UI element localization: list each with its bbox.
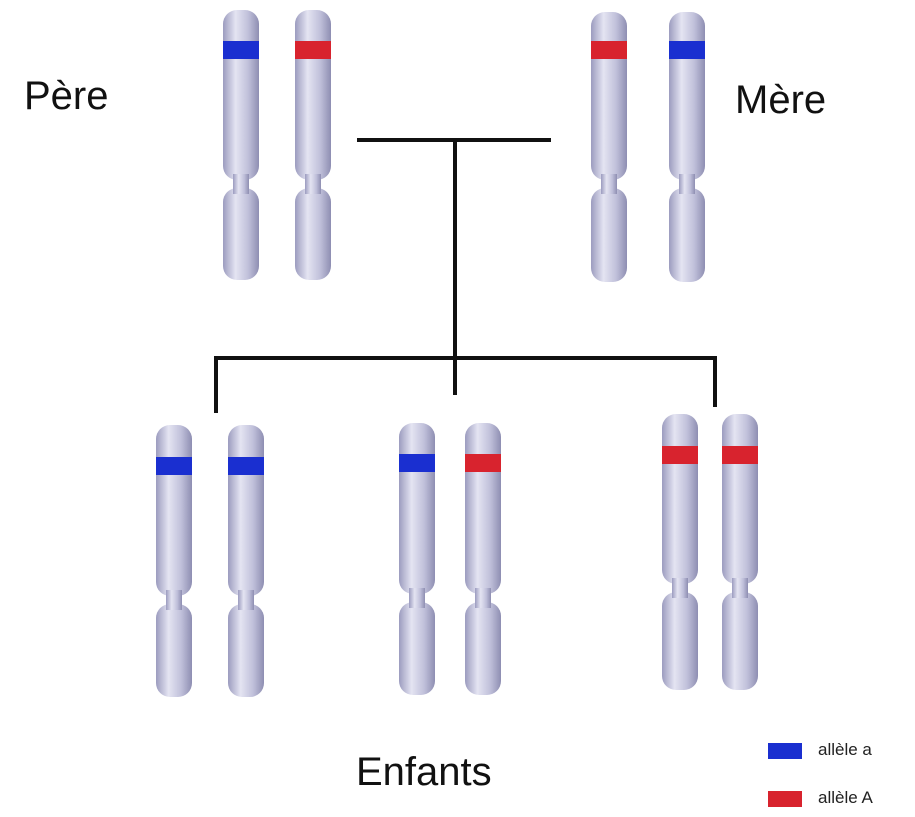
centromere <box>305 174 321 194</box>
chromosome <box>295 10 331 280</box>
chromosome <box>223 10 259 280</box>
chromosome <box>722 414 758 690</box>
chromosome <box>591 12 627 282</box>
chromosome-lower-arm <box>591 188 627 282</box>
chromosome-lower-arm <box>465 602 501 695</box>
allele-a-band <box>156 457 192 475</box>
centromere <box>679 174 695 194</box>
allele-A-band <box>465 454 501 472</box>
allele-A-band <box>591 41 627 59</box>
child-2-chromosome-pair <box>399 423 501 695</box>
centromere <box>238 590 254 610</box>
legend-label: allèle a <box>818 740 872 759</box>
allele-a-band <box>223 41 259 59</box>
chromosome-upper-arm <box>662 414 698 584</box>
chromosomes <box>156 10 758 697</box>
chromosome <box>228 425 264 697</box>
chromosome-lower-arm <box>295 188 331 280</box>
centromere <box>475 588 491 608</box>
allele-A-band <box>662 446 698 464</box>
chromosome-lower-arm <box>228 604 264 697</box>
allele-a-band <box>669 41 705 59</box>
chromosome-lower-arm <box>669 188 705 282</box>
chromosome-upper-arm <box>156 425 192 596</box>
allele-a-band <box>399 454 435 472</box>
chromosome-upper-arm <box>722 414 758 584</box>
centromere <box>233 174 249 194</box>
chromosome <box>465 423 501 695</box>
chromosome-upper-arm <box>228 425 264 596</box>
chromosome-upper-arm <box>399 423 435 594</box>
centromere <box>672 578 688 598</box>
centromere <box>601 174 617 194</box>
legend-item-allele-A: allèle A <box>768 788 908 810</box>
father-label: Père <box>24 74 109 118</box>
chromosome-upper-arm <box>591 12 627 180</box>
legend-item-allele-a: allèle a <box>768 740 908 762</box>
chromosome-lower-arm <box>156 604 192 697</box>
allele-A-band <box>722 446 758 464</box>
child-1-chromosome-pair <box>156 425 264 697</box>
mother-chromosome-pair <box>591 12 705 282</box>
chromosome-upper-arm <box>295 10 331 180</box>
chromosome-lower-arm <box>399 602 435 695</box>
chromosome-lower-arm <box>722 592 758 690</box>
chromosome <box>399 423 435 695</box>
chromosome-lower-arm <box>662 592 698 690</box>
pedigree-lines <box>214 138 717 413</box>
mother-label: Mère <box>735 78 827 122</box>
chromosome <box>662 414 698 690</box>
legend-label: allèle A <box>818 788 873 807</box>
children-label: Enfants <box>356 750 492 794</box>
allele-a-band <box>228 457 264 475</box>
chromosome-upper-arm <box>465 423 501 594</box>
allele-A-swatch <box>768 791 802 807</box>
father-chromosome-pair <box>223 10 331 280</box>
allele-a-swatch <box>768 743 802 759</box>
chromosome <box>156 425 192 697</box>
centromere <box>409 588 425 608</box>
chromosome-lower-arm <box>223 188 259 280</box>
chromosome-upper-arm <box>223 10 259 180</box>
allele-A-band <box>295 41 331 59</box>
centromere <box>166 590 182 610</box>
child-3-chromosome-pair <box>662 414 758 690</box>
centromere <box>732 578 748 598</box>
chromosome <box>669 12 705 282</box>
chromosome-upper-arm <box>669 12 705 180</box>
